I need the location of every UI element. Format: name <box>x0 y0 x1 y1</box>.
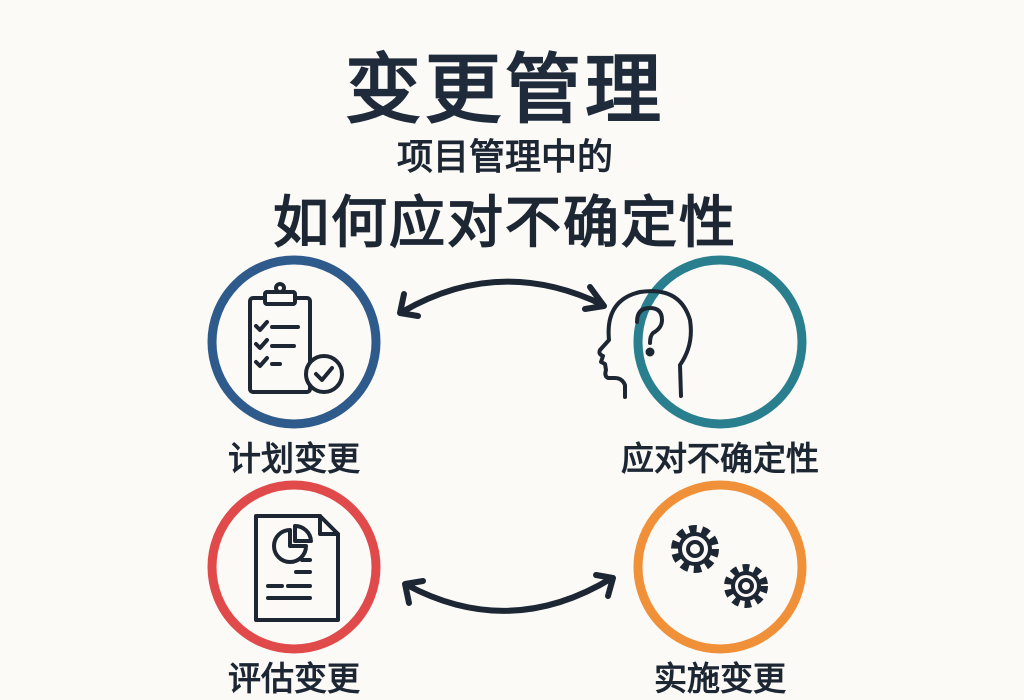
node-circle-uncertainty <box>633 255 807 429</box>
document-pie-chart-icon <box>254 514 340 622</box>
main-title: 变更管理 <box>345 45 665 134</box>
node-label-plan: 计划变更 <box>228 439 360 478</box>
node-label-evaluate: 评估变更 <box>228 659 360 698</box>
node-label-implement: 实施变更 <box>654 659 786 698</box>
node-circle-implement <box>633 480 807 654</box>
head-question-icon <box>597 289 693 399</box>
subtitle-line1: 项目管理中的 <box>396 137 613 178</box>
double-arrow-top-icon <box>397 278 607 319</box>
node-circle-evaluate <box>207 480 381 654</box>
double-arrow-bottom-icon <box>402 572 616 614</box>
subtitle-line2: 如何应对不确定性 <box>273 191 737 256</box>
node-circle-plan <box>207 255 381 429</box>
cycle-diagram <box>207 255 807 654</box>
node-label-uncertainty: 应对不确定性 <box>621 439 819 478</box>
clipboard-checklist-icon <box>248 282 344 394</box>
gears-icon <box>671 525 768 608</box>
